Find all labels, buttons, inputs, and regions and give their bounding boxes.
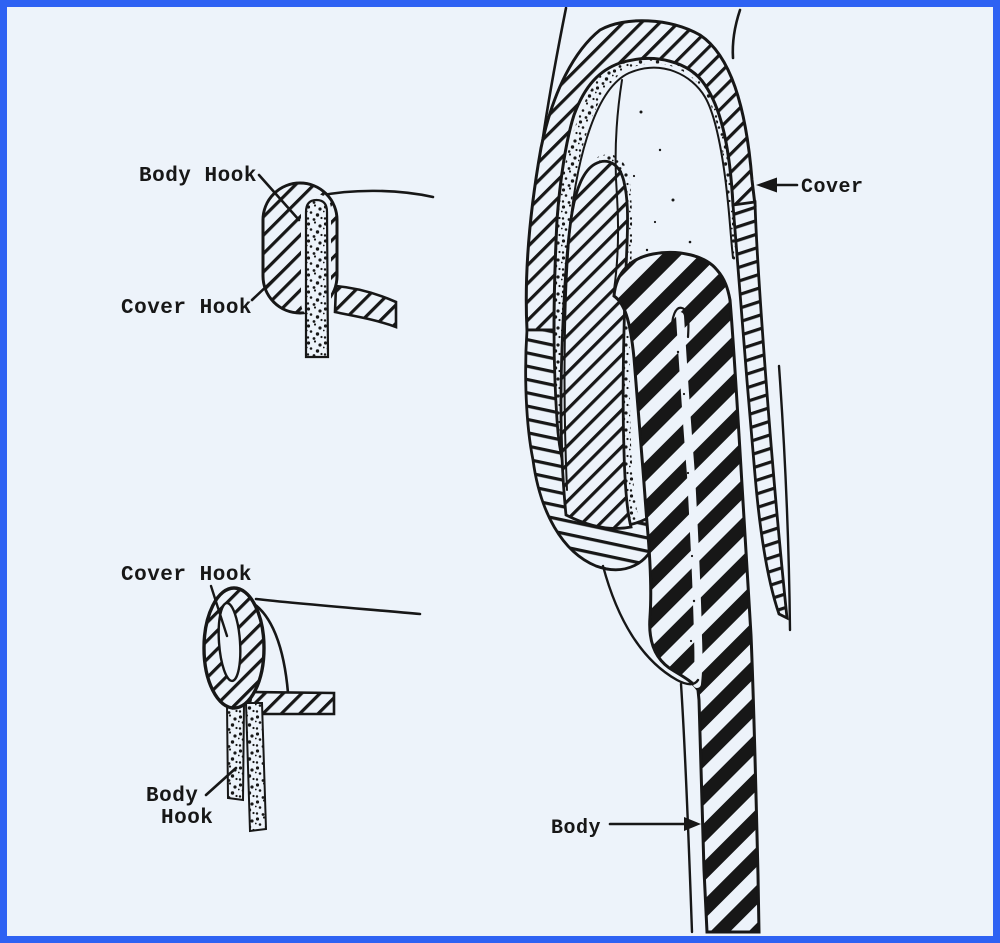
cover-arrow [756,177,799,193]
separation-speckles [676,350,696,643]
cover-hook-leader-line [209,584,229,638]
body-hook-label-line2: Hook [161,807,213,830]
body-wall-inner-surface-line [679,682,694,934]
cover-hook-label: Cover Hook [121,297,252,320]
cover-arrowhead [756,177,777,193]
cover-band-right-limb [731,200,789,621]
body-arrowhead [684,817,701,831]
body-hook-leader-line [257,173,301,222]
body-arrow [608,817,701,831]
body-outer-edge-line [777,364,792,632]
body-ply-separation-gap [676,312,703,688]
body-label: Body [551,817,601,840]
body-wall-strip [244,702,268,833]
cover-hook-label: Cover Hook [121,564,252,587]
cover-panel-strip [333,284,398,329]
cover-label: Cover [801,176,864,199]
magnified-seam-diagram: Cover Body [524,6,864,934]
compound-inner-boundary-line [563,66,734,491]
cover-profile-line-top-right [731,8,742,60]
body-hook-strip [304,198,330,359]
body-hook-leader-line [204,766,238,797]
body-band [612,250,761,934]
cover-edge-under-curl-line [601,564,700,686]
can-end-profile-line [316,189,435,199]
body-hook-strip [225,702,246,802]
interior-wavy-edge-line [613,79,623,291]
cover-hook-loop-hole [217,601,242,683]
cover-hook-leader-line [250,263,291,302]
body-hook-label: Body Hook [139,165,257,188]
can-end-profile-line [254,597,422,616]
first-operation-seam-diagram: Cover Hook Body Hook [121,564,422,833]
cover-band-upper [524,19,757,332]
cover-hook-tip-ply [559,159,633,530]
body-hook-label-line1: Body [146,785,198,808]
body-fold-tip-outline [670,306,690,339]
interior-speckles [632,110,692,252]
final-seam-diagram: Body Hook Cover Hook [121,165,435,359]
